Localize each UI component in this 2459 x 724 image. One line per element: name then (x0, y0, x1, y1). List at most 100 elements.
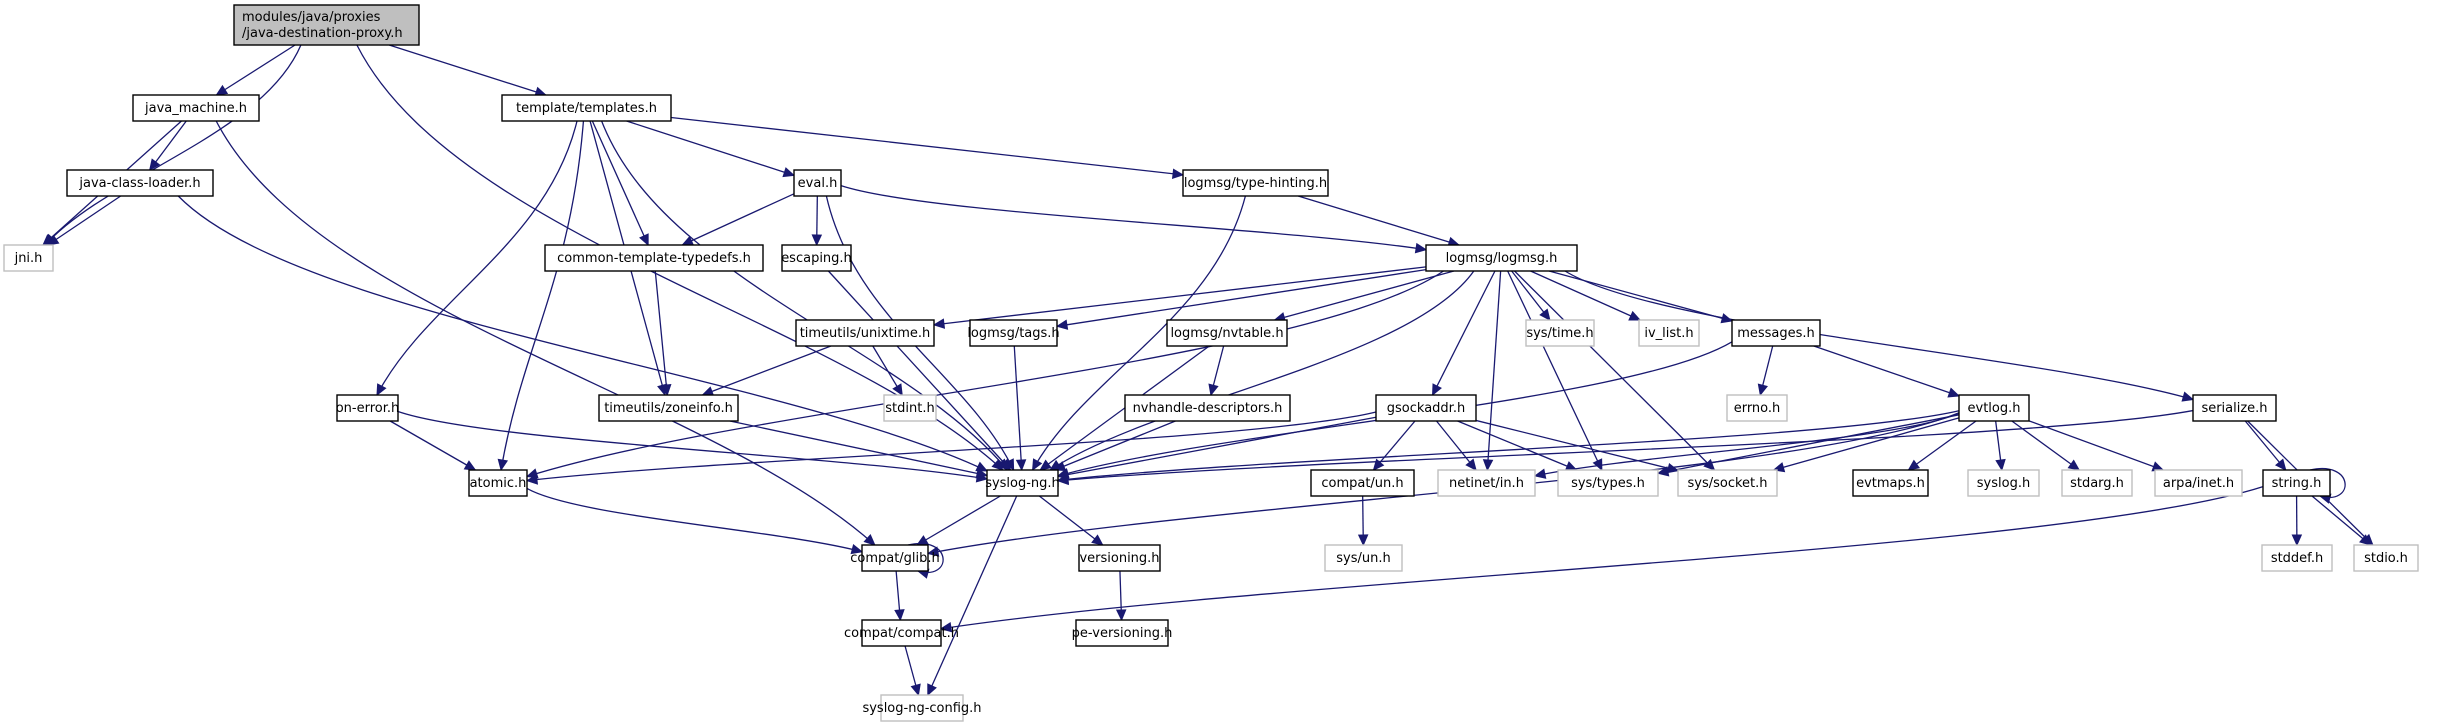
edge-arrowhead (1907, 459, 1921, 471)
edge-line (1013, 345, 1023, 471)
node-tags[interactable]: logmsg/tags.h (967, 319, 1060, 347)
edge-arrowhead (1053, 461, 1067, 471)
edge-arrowhead (525, 474, 539, 485)
node-sysun: sys/un.h (1324, 544, 1403, 572)
node-box (1437, 469, 1536, 497)
edge-line (1057, 409, 2194, 482)
edge-line (601, 120, 1008, 471)
node-label: logmsg/nvtable.h (1170, 326, 1283, 341)
edge-java_class_loader-to-syslogng (177, 195, 989, 472)
edge-syslogng-to-config (927, 495, 1018, 697)
node-escaping[interactable]: escaping.h (781, 244, 852, 272)
node-templates[interactable]: template/templates.h (501, 94, 672, 122)
edge-arrowhead (1055, 319, 1069, 330)
edge-arrowhead (932, 318, 946, 329)
edge-line (216, 44, 296, 96)
edge-line (1057, 416, 1377, 478)
node-zoneinfo[interactable]: timeutils/zoneinfo.h (598, 394, 739, 422)
node-logmsg[interactable]: logmsg/logmsg.h (1425, 244, 1578, 272)
node-nvhandle[interactable]: nvhandle-descriptors.h (1124, 394, 1291, 422)
node-atomic[interactable]: atomic.h (468, 469, 528, 497)
node-serialize[interactable]: serialize.h (2192, 394, 2277, 422)
node-messages[interactable]: messages.h (1731, 319, 1821, 347)
edge-arrowhead (1533, 468, 1547, 479)
edge-line (47, 195, 122, 246)
edge-zoneinfo-to-syslogng (729, 420, 989, 479)
node-common_typedefs[interactable]: common-template-typedefs.h (544, 244, 764, 272)
node-box (544, 244, 764, 272)
node-syslogng[interactable]: syslog-ng.h (985, 469, 1060, 497)
edge-glib-to-compat (894, 570, 905, 622)
edge-arrowhead (2359, 534, 2372, 546)
node-peversioning[interactable]: pe-versioning.h (1072, 619, 1173, 647)
node-box (1967, 469, 2040, 497)
node-evtmaps[interactable]: evtmaps.h (1852, 469, 1929, 497)
edge-arrowhead (1482, 459, 1494, 472)
edge-messages-to-evtlog (1813, 345, 1961, 398)
edge-line (1274, 270, 1455, 321)
node-box (1638, 319, 1700, 347)
edge-line (215, 120, 876, 546)
node-box (781, 244, 852, 272)
edge-arrowhead (2274, 458, 2287, 471)
node-box (66, 169, 214, 197)
edge-arrowhead (1115, 609, 1127, 622)
edge-line (526, 411, 1377, 482)
edge-line (1507, 270, 1603, 471)
edge-line (729, 420, 988, 477)
edge-line (1457, 420, 1577, 471)
node-label: template/templates.h (516, 101, 657, 116)
edge-line (1057, 410, 1960, 481)
node-versioning[interactable]: versioning.h (1078, 544, 1161, 572)
edge-line (397, 410, 988, 480)
edge-arrowhead (1015, 459, 1027, 472)
node-box (1726, 394, 1788, 422)
node-eval[interactable]: eval.h (793, 169, 842, 197)
node-root[interactable]: modules/java/proxies/java-destination-pr… (233, 4, 420, 46)
node-label: on-error.h (336, 401, 400, 416)
node-box (1078, 544, 1161, 572)
node-box (1958, 394, 2030, 422)
node-java_machine[interactable]: java_machine.h (132, 94, 260, 122)
node-gsockaddr[interactable]: gsockaddr.h (1375, 394, 1477, 422)
edge-line (44, 44, 302, 246)
edge-arrowhead (850, 543, 864, 555)
edge-arrowhead (1656, 466, 1670, 477)
node-label: java-class-loader.h (78, 176, 200, 191)
edge-arrowhead (1592, 458, 1603, 472)
edge-root-to-java_machine (215, 44, 296, 96)
node-evtlog[interactable]: evtlog.h (1958, 394, 2030, 422)
node-box (1375, 394, 1477, 422)
edge-arrowhead (2067, 459, 2081, 471)
edge-compat-to-config (904, 645, 921, 697)
node-unixtime[interactable]: timeutils/unixtime.h (795, 319, 935, 347)
edge-root-to-templates (388, 44, 547, 97)
node-label: sys/socket.h (1687, 476, 1767, 491)
node-label: compat/compat.h (844, 626, 959, 641)
node-string[interactable]: string.h (2262, 469, 2331, 497)
edge-arrowhead (1995, 458, 2006, 472)
node-label: modules/java/proxies (242, 10, 381, 25)
node-box (793, 169, 842, 197)
node-box (1731, 319, 1821, 347)
node-type_hinting[interactable]: logmsg/type-hinting.h (1182, 169, 1329, 197)
edge-line (927, 495, 1018, 696)
edge-arrowhead (1032, 458, 1043, 472)
node-label: logmsg/tags.h (967, 326, 1059, 341)
edge-arrowhead (1372, 458, 1385, 471)
node-glib[interactable]: compat/glib.h (850, 544, 940, 572)
node-label: iv_list.h (1644, 326, 1693, 341)
node-label: /java-destination-proxy.h (242, 26, 403, 41)
node-box (2353, 544, 2419, 572)
edge-type_hinting-to-syslogng (1032, 195, 1247, 472)
node-compat_un[interactable]: compat/un.h (1310, 469, 1415, 497)
node-java_class_loader[interactable]: java-class-loader.h (66, 169, 214, 197)
edge-line (2244, 420, 2287, 471)
edge-versioning-to-peversioning (1115, 570, 1127, 622)
edge-arrowhead (1056, 473, 1070, 485)
node-nvtable[interactable]: logmsg/nvtable.h (1166, 319, 1288, 347)
node-compat[interactable]: compat/compat.h (844, 619, 959, 647)
edge-gsockaddr-to-atomic (525, 411, 1377, 485)
node-onerror[interactable]: on-error.h (336, 394, 400, 422)
